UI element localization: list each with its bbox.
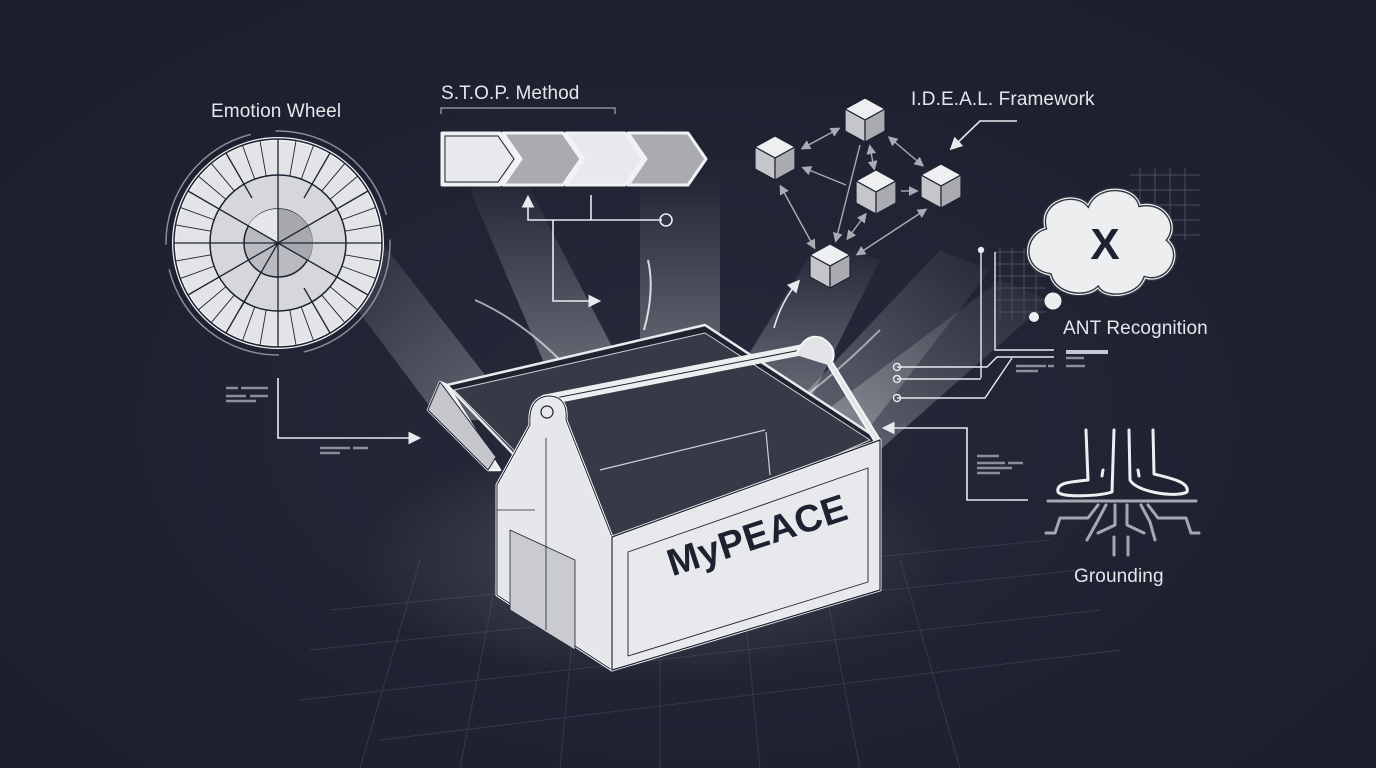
chevron-steps-icon (440, 107, 708, 187)
thought-cloud-x-icon (1025, 187, 1177, 322)
grounding-label: Grounding (1074, 566, 1164, 587)
connected-cubes-icon (753, 97, 963, 290)
grounding-connector (881, 421, 1028, 501)
ant-recognition-label: ANT Recognition (1063, 318, 1208, 339)
emotion-wheel-connector (277, 378, 422, 445)
thought-cloud-glyph: X (1090, 220, 1120, 269)
stop-method-label: S.T.O.P. Method (441, 83, 580, 104)
ideal-connector (773, 120, 1017, 329)
feet-roots-icon (1044, 428, 1201, 557)
ideal-framework-label: I.D.E.A.L. Framework (911, 89, 1095, 110)
ant-connectors (892, 246, 1054, 403)
emotion-wheel-label: Emotion Wheel (211, 101, 342, 122)
emotion-wheel-icon (165, 130, 391, 356)
stop-connector (521, 194, 673, 308)
annotation-lines-right (977, 350, 1108, 475)
annotation-lines-left (226, 386, 368, 455)
open-toolbox (426, 323, 882, 672)
